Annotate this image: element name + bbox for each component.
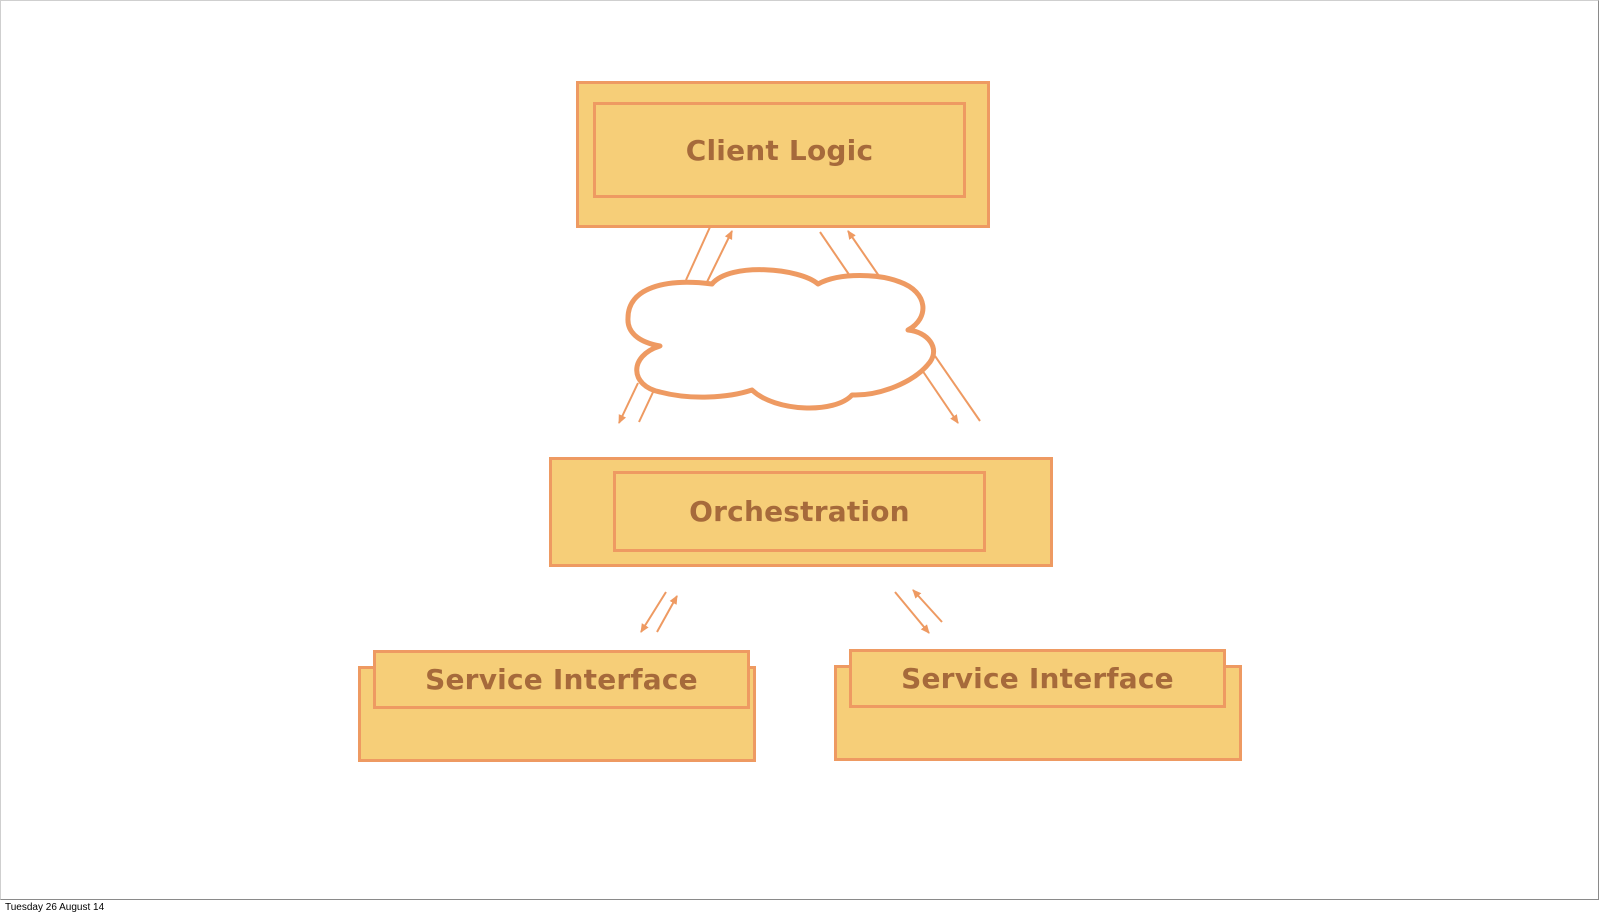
orchestration-label: Orchestration	[613, 471, 986, 552]
footer-date: Tuesday 26 August 14	[5, 902, 105, 913]
orchestration-box	[549, 457, 1053, 567]
service-interface-label-right: Service Interface	[849, 649, 1226, 708]
client-logic-box	[576, 81, 990, 228]
service-interface-label-left: Service Interface	[373, 650, 750, 709]
client-logic-label: Client Logic	[593, 102, 966, 198]
